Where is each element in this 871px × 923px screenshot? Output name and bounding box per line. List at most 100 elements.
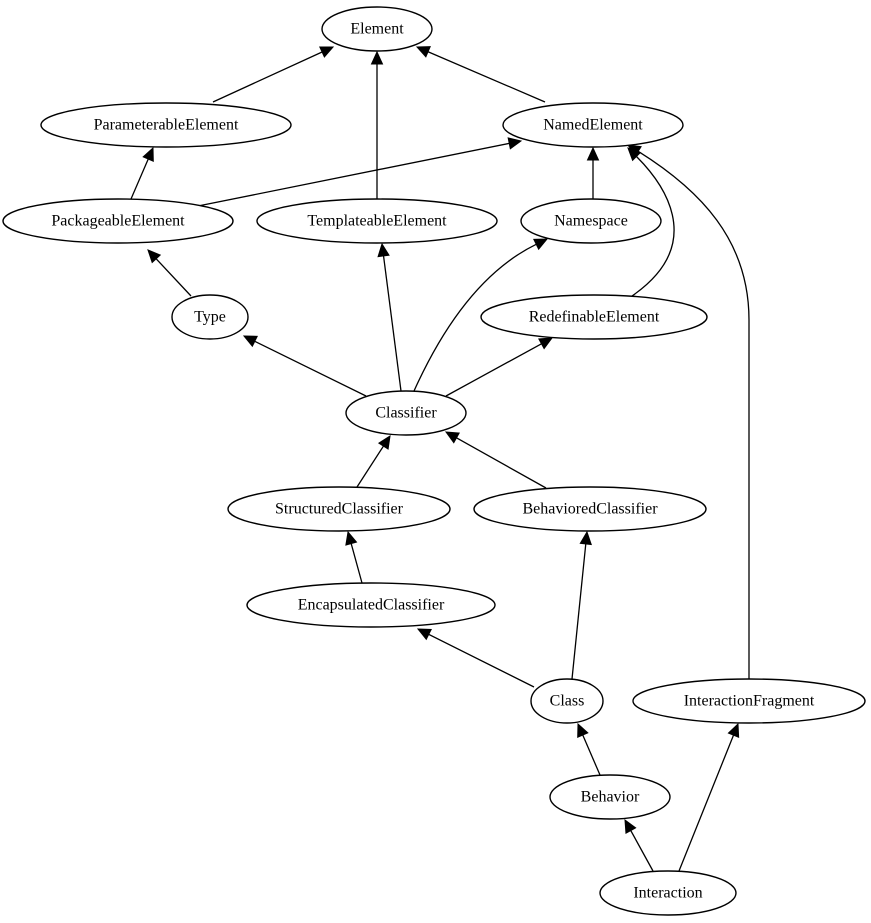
node-label: BehavioredClassifier	[522, 501, 658, 518]
node-ellipse	[40, 102, 292, 148]
edge-arrowhead	[577, 722, 589, 738]
node-namespace: Namespace	[520, 198, 662, 244]
edge-line	[427, 51, 546, 103]
edge-arrowhead	[319, 46, 335, 58]
node-ellipse	[530, 678, 604, 724]
node-ellipse	[549, 774, 671, 820]
edge-arrowhead	[538, 337, 554, 350]
node-label: Behavior	[581, 789, 640, 806]
edge-arrowhead	[345, 530, 358, 546]
node-parameterable-element: ParameterableElement	[40, 102, 292, 148]
edge-arrowhead	[586, 146, 600, 161]
edge-line	[130, 158, 149, 200]
node-ellipse	[321, 6, 433, 52]
edge-line	[356, 445, 385, 488]
edge-line	[637, 150, 750, 679]
node-label: Classifier	[375, 405, 437, 422]
node-label: RedefinableElement	[529, 309, 660, 326]
node-packageable-element: PackageableElement	[2, 198, 234, 244]
edge-templateable-element-to-element	[370, 50, 384, 199]
edge-arrowhead	[242, 335, 258, 348]
edge-arrowhead	[377, 242, 390, 258]
edge-line	[631, 156, 675, 297]
node-label: InteractionFragment	[684, 693, 815, 710]
edge-arrowhead	[142, 146, 154, 162]
edge-interaction-to-interaction-fragment	[678, 722, 740, 872]
edge-behavior-to-class	[577, 722, 601, 776]
edge-parameterable-element-to-element	[212, 46, 335, 103]
node-label: EncapsulatedClassifier	[298, 597, 445, 614]
edge-classifier-to-templateable-element	[377, 242, 402, 392]
node-label: PackageableElement	[51, 213, 185, 230]
node-label: TemplateableElement	[307, 213, 447, 230]
node-label: ParameterableElement	[94, 117, 239, 134]
edge-behaviored-classifier-to-classifier	[444, 431, 547, 489]
edge-line	[155, 258, 192, 297]
edge-line	[197, 142, 510, 207]
edge-arrowhead	[370, 50, 384, 65]
edge-arrowhead	[624, 818, 637, 834]
edge-line	[413, 243, 537, 392]
edge-namespace-to-named-element	[586, 146, 600, 199]
edge-arrowhead	[377, 434, 391, 450]
node-behaviored-classifier: BehavioredClassifier	[473, 486, 707, 532]
edge-interaction-to-behavior	[624, 818, 654, 872]
edge-structured-classifier-to-classifier	[356, 434, 391, 488]
node-label: StructuredClassifier	[275, 501, 404, 518]
node-ellipse	[473, 486, 707, 532]
node-interaction: Interaction	[599, 870, 737, 916]
node-ellipse	[480, 294, 708, 340]
node-ellipse	[632, 678, 866, 724]
edge-line	[582, 734, 601, 776]
node-element: Element	[321, 6, 433, 52]
node-label: Class	[550, 693, 585, 710]
edge-arrowhead	[727, 722, 740, 738]
node-label: Element	[350, 21, 404, 38]
node-ellipse	[502, 102, 684, 148]
node-type: Type	[171, 294, 249, 340]
edge-arrowhead	[533, 238, 549, 251]
edge-type-to-packageable-element	[147, 249, 192, 297]
edge-arrowhead	[507, 137, 523, 150]
edge-packageable-element-to-named-element	[197, 137, 523, 207]
node-encapsulated-classifier: EncapsulatedClassifier	[246, 582, 496, 628]
node-structured-classifier: StructuredClassifier	[227, 486, 451, 532]
node-ellipse	[171, 294, 249, 340]
edge-encapsulated-classifier-to-structured-classifier	[345, 530, 363, 584]
edge-arrowhead	[415, 46, 431, 58]
edge-line	[445, 343, 542, 397]
node-ellipse	[599, 870, 737, 916]
edge-classifier-to-namespace	[413, 238, 549, 392]
edge-arrowhead	[626, 144, 642, 157]
edge-named-element-to-element	[415, 46, 546, 103]
node-ellipse	[227, 486, 451, 532]
edge-line	[350, 543, 363, 584]
node-classifier: Classifier	[345, 390, 467, 436]
edge-line	[571, 543, 587, 680]
edge-arrowhead	[579, 530, 592, 546]
edge-line	[630, 830, 654, 872]
node-named-element: NamedElement	[502, 102, 684, 148]
edge-class-to-encapsulated-classifier	[416, 628, 535, 688]
edges-layer	[130, 46, 750, 872]
node-templateable-element: TemplateableElement	[256, 198, 498, 244]
node-label: Interaction	[633, 885, 702, 902]
edge-arrowhead	[444, 431, 460, 444]
edge-interaction-fragment-to-named-element	[626, 144, 750, 679]
node-ellipse	[256, 198, 498, 244]
edge-class-to-behaviored-classifier	[571, 530, 592, 680]
node-ellipse	[2, 198, 234, 244]
edge-line	[382, 255, 402, 392]
edge-line	[428, 633, 535, 688]
node-ellipse	[246, 582, 496, 628]
node-interaction-fragment: InteractionFragment	[632, 678, 866, 724]
edge-line	[456, 437, 547, 489]
edge-line	[678, 734, 735, 872]
edge-classifier-to-type	[242, 335, 367, 397]
node-ellipse	[520, 198, 662, 244]
node-label: Namespace	[554, 213, 628, 230]
edge-line	[254, 340, 367, 397]
node-redefinable-element: RedefinableElement	[480, 294, 708, 340]
